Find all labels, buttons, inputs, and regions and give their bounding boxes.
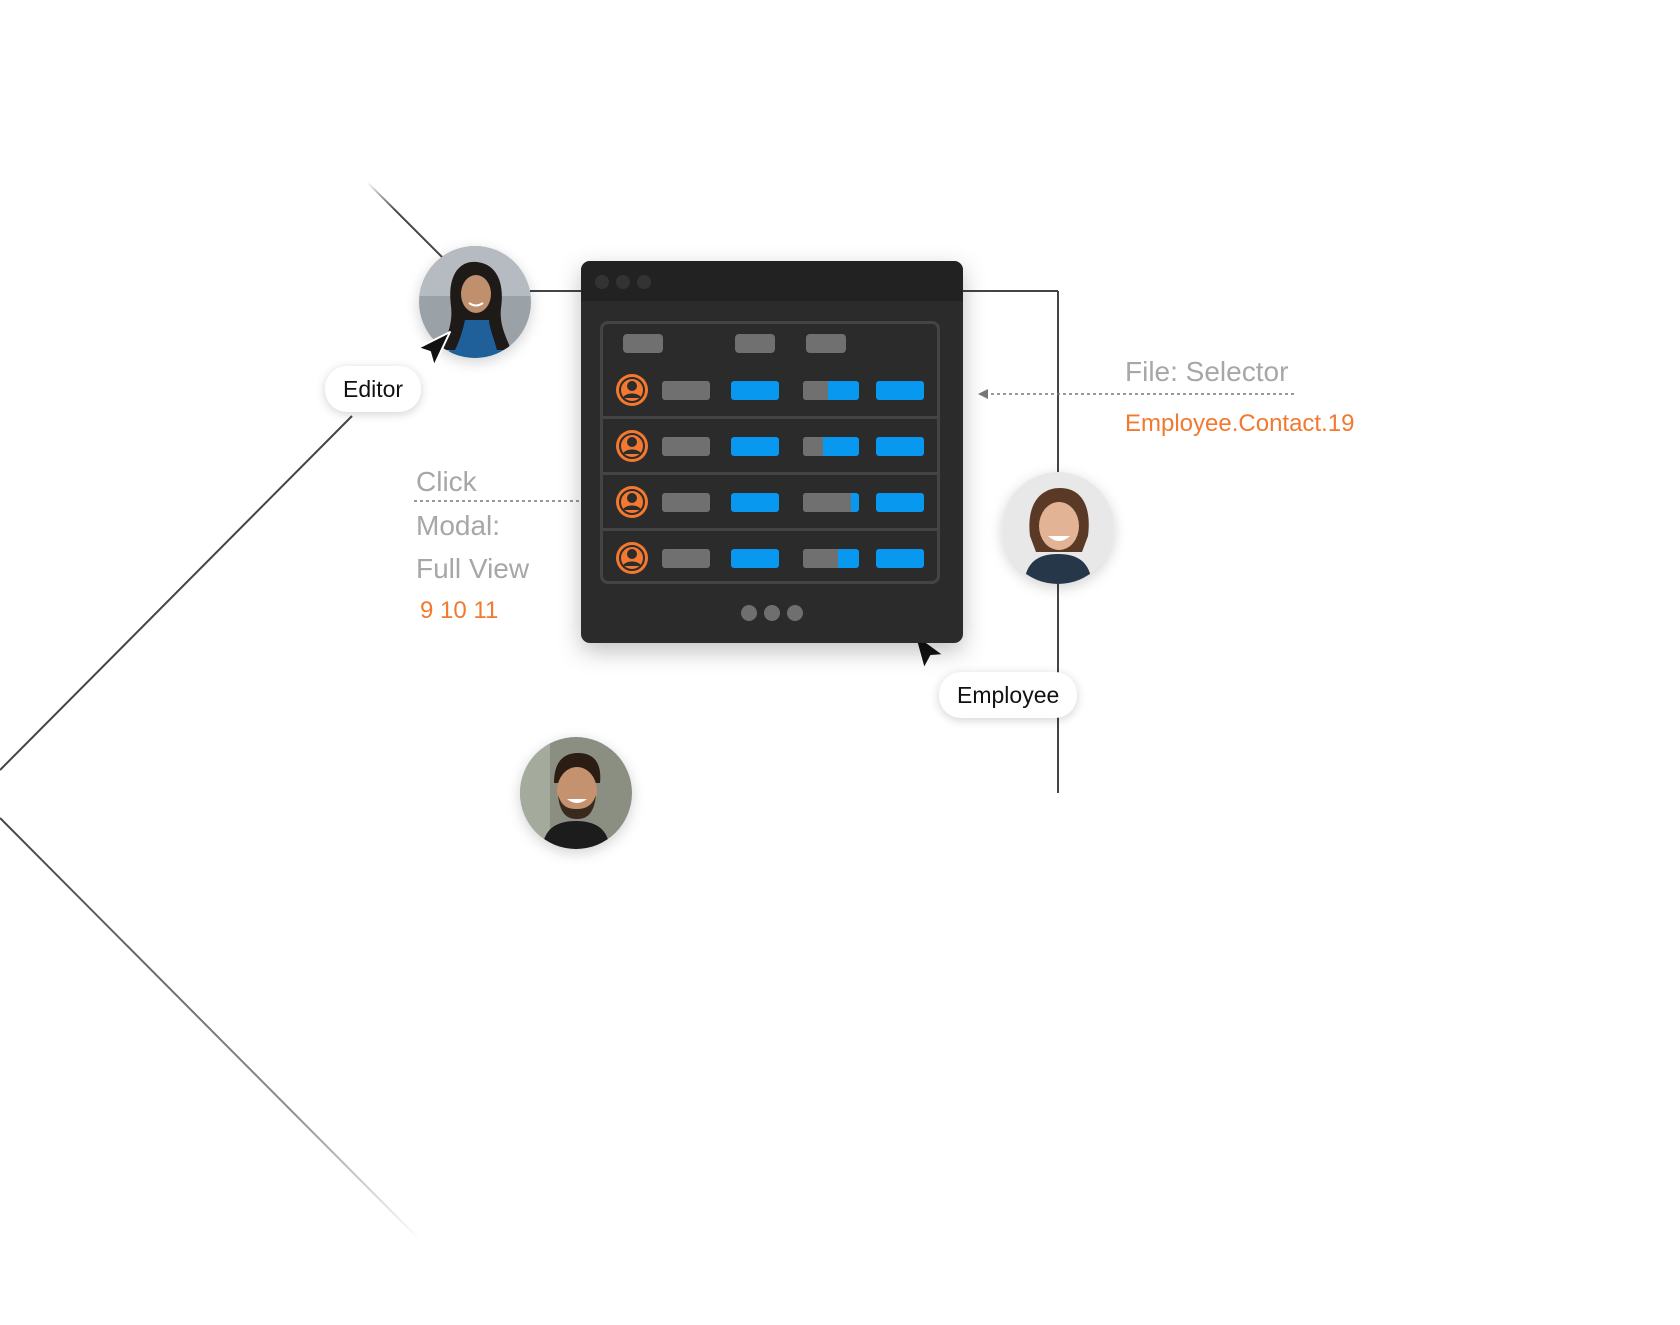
- modal-label: Modal:: [416, 510, 501, 541]
- editor-label-text: Editor: [343, 376, 404, 402]
- file-selector-label: File: Selector: [1125, 356, 1289, 387]
- click-label: Click: [416, 466, 477, 497]
- table-row[interactable]: [603, 474, 937, 530]
- row-progress-bar: [803, 381, 859, 400]
- editor-label: Editor: [325, 366, 422, 412]
- full-view-label: Full View: [416, 553, 530, 584]
- table-row[interactable]: [603, 530, 937, 586]
- row-divider: [603, 528, 937, 531]
- row-action-cell[interactable]: [876, 437, 924, 456]
- row-divider: [603, 472, 937, 475]
- avatar-editor[interactable]: [419, 246, 531, 358]
- window-minimize-dot[interactable]: [616, 275, 630, 289]
- row-progress-bar: [803, 437, 859, 456]
- editor-cursor-icon: [417, 331, 451, 367]
- row-progress-fill: [803, 549, 838, 568]
- avatar-photo-woman-short-hair: [1002, 472, 1114, 584]
- connector-diagonal-left: [0, 415, 353, 771]
- row-progress-bar: [803, 493, 859, 512]
- pagination-dot[interactable]: [787, 605, 803, 621]
- window-close-dot[interactable]: [595, 275, 609, 289]
- user-icon: [616, 486, 648, 518]
- file-selector-arrowhead: [978, 389, 988, 399]
- row-name-cell: [662, 493, 710, 512]
- row-name-cell: [662, 437, 710, 456]
- employee-label-text: Employee: [957, 682, 1060, 708]
- avatar-employee[interactable]: [1002, 472, 1114, 584]
- window-title-bar[interactable]: [581, 261, 963, 301]
- app-window[interactable]: [581, 261, 963, 643]
- row-progress-bar: [803, 549, 859, 568]
- user-icon: [616, 430, 648, 462]
- row-status-cell: [731, 549, 779, 568]
- row-progress-fill: [803, 493, 851, 512]
- file-selector-value: Employee.Contact.19: [1125, 410, 1355, 437]
- window-maximize-dot[interactable]: [637, 275, 651, 289]
- pagination-dot[interactable]: [764, 605, 780, 621]
- table-header-cell: [735, 334, 775, 353]
- table-header-cell: [806, 334, 846, 353]
- employee-label: Employee: [939, 672, 1078, 718]
- table-row[interactable]: [603, 362, 937, 418]
- table-header-cell: [623, 334, 663, 353]
- row-progress-fill: [803, 437, 823, 456]
- page-numbers: 9 10 11: [420, 597, 499, 624]
- row-action-cell[interactable]: [876, 493, 924, 512]
- row-name-cell: [662, 381, 710, 400]
- row-status-cell: [731, 437, 779, 456]
- row-action-cell[interactable]: [876, 549, 924, 568]
- row-divider: [603, 416, 937, 419]
- row-status-cell: [731, 381, 779, 400]
- pagination-dot[interactable]: [741, 605, 757, 621]
- user-icon: [616, 374, 648, 406]
- avatar-photo-woman-dark-hair: [419, 246, 531, 358]
- row-action-cell[interactable]: [876, 381, 924, 400]
- row-progress-fill: [803, 381, 828, 400]
- avatar-bottom[interactable]: [520, 737, 632, 849]
- user-icon: [616, 542, 648, 574]
- table-row[interactable]: [603, 418, 937, 474]
- employee-table: [600, 321, 940, 584]
- avatar-photo-man-beard: [520, 737, 632, 849]
- connector-diagonal-upper-left: [366, 181, 451, 266]
- row-status-cell: [731, 493, 779, 512]
- connector-diagonal-lower: [0, 817, 421, 1241]
- row-name-cell: [662, 549, 710, 568]
